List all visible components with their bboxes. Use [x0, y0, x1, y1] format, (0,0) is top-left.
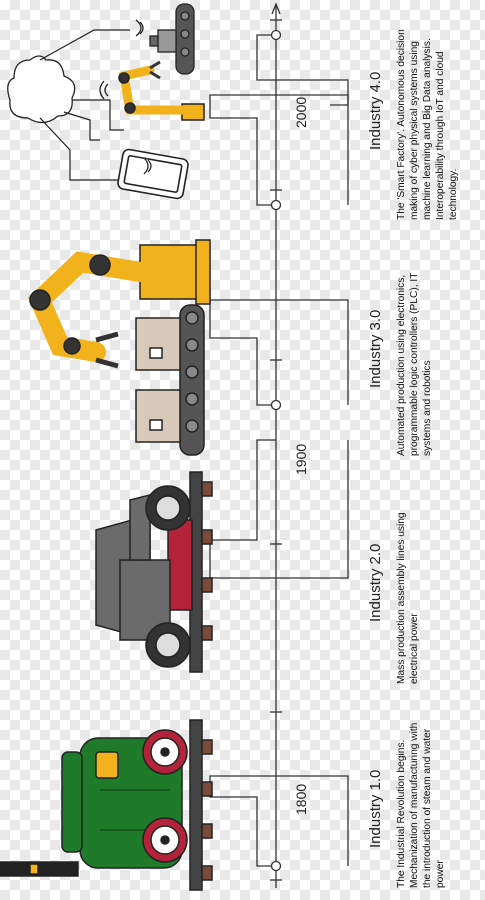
milestone-markers: [270, 29, 282, 872]
svg-text:Interoperability through IoT a: Interoperability through IoT and cloud: [435, 51, 446, 220]
svg-text:power: power: [435, 860, 446, 888]
era-description-industry-3: Automated production using electronics, …: [396, 273, 433, 456]
year-label-1800: 1800: [293, 784, 309, 815]
svg-text:The 'Smart Factory'. Autonomou: The 'Smart Factory'. Autonomous decision: [396, 29, 407, 220]
era-description-industry-4: The 'Smart Factory'. Autonomous decision…: [396, 29, 459, 220]
milestone-marker: [270, 29, 282, 41]
vintage-car-icon: [95, 471, 213, 673]
svg-text:the introduction of steam and: the introduction of steam and water: [422, 728, 433, 888]
milestone-marker: [270, 199, 282, 211]
era-brackets: [209, 34, 349, 867]
svg-text:making of cyber physical syste: making of cyber physical systems using: [409, 41, 420, 220]
era-title-industry-1: Industry 1.0: [367, 770, 384, 848]
era-title-industry-3: Industry 3.0: [367, 310, 384, 388]
svg-text:technology.: technology.: [448, 169, 459, 220]
year-label-1900: 1900: [293, 444, 309, 475]
svg-text:programmable logic controllers: programmable logic controllers (PLC), IT: [409, 273, 420, 456]
svg-text:Mass production assembly lines: Mass production assembly lines using: [396, 512, 407, 684]
svg-text:Mechanization of manufacturing: Mechanization of manufacturing with: [409, 723, 420, 888]
year-label-2000: 2000: [293, 97, 309, 128]
svg-text:Automated production using ele: Automated production using electronics,: [396, 275, 407, 456]
svg-text:systems and robotics: systems and robotics: [422, 360, 433, 456]
milestone-marker: [270, 860, 282, 872]
timeline-axis: [270, 2, 282, 888]
svg-text:electrical power: electrical power: [409, 613, 420, 684]
era-description-industry-1: The Industrial Revolution begins. Mechan…: [396, 723, 446, 888]
smartphone-icon: [117, 148, 189, 200]
robot-arm-icon: [28, 239, 211, 369]
small-robot-arm-icon: [118, 60, 205, 121]
boxes-on-conveyor-icon: [135, 304, 205, 456]
wifi-icon: [99, 19, 144, 100]
era-title-industry-2: Industry 2.0: [367, 544, 384, 622]
milestone-marker: [270, 399, 282, 411]
era-title-industry-4: Industry 4.0: [367, 72, 384, 150]
era-description-industry-2: Mass production assembly lines using ele…: [396, 512, 420, 684]
network-lines: [39, 29, 130, 181]
steam-locomotive-icon: [0, 719, 213, 891]
cloud-icon: [7, 55, 76, 124]
svg-text:machine learning and Big Data: machine learning and Big Data analysis.: [422, 38, 433, 220]
svg-text:The Industrial Revolution begi: The Industrial Revolution begins.: [396, 740, 407, 888]
mini-conveyor-icon: [149, 3, 195, 75]
